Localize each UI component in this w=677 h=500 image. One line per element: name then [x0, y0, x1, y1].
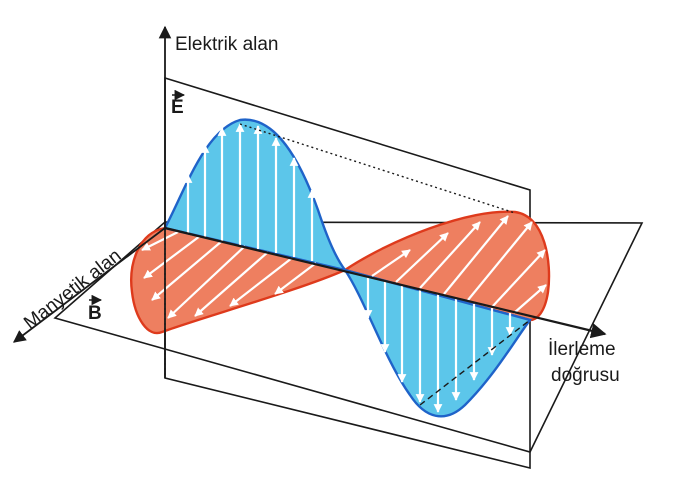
electric-field-arrows: [183, 123, 515, 413]
trough-guide-line: [419, 319, 531, 406]
electric-axis-label: Elektrik alan: [175, 34, 279, 55]
propagation-axis: [164, 226, 607, 339]
electric-vector-symbol: E: [171, 89, 186, 118]
magnetic-field-arrows: [141, 215, 547, 319]
magnetic-vector-symbol: B: [88, 294, 103, 324]
magnetic-wave: [130, 226, 349, 335]
svg-text:B: B: [88, 303, 102, 324]
svg-text:E: E: [171, 97, 184, 118]
magnetic-wave: [342, 210, 551, 322]
propagation-label-line1: İlerleme: [548, 339, 616, 360]
magnetic-plane: [53, 221, 644, 453]
peak-guide-line: [239, 123, 516, 214]
propagation-label-line2: doğrusu: [551, 365, 620, 386]
magnetic-axis: [12, 227, 166, 343]
magnetic-axis-label: Manyetik alan: [20, 245, 125, 334]
